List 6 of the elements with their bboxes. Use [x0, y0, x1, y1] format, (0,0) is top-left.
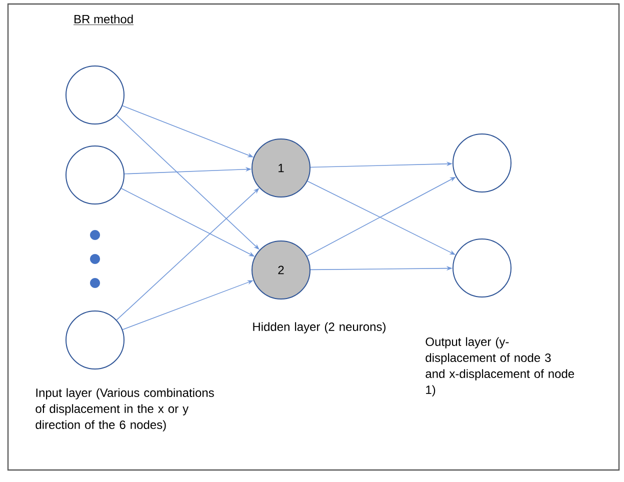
neuron-circle [452, 238, 512, 298]
neuron-circle [452, 134, 512, 192]
neuron-circle [66, 310, 124, 370]
neuron-circle [66, 66, 124, 124]
title: BR method [73, 14, 134, 25]
neuron-circle [66, 146, 124, 204]
